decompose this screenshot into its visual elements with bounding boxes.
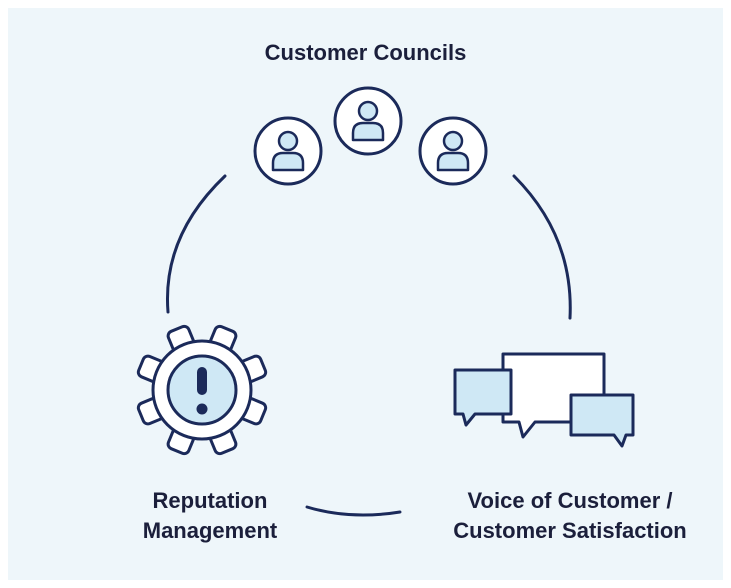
voice-label-line2: Customer Satisfaction — [453, 518, 687, 543]
reputation-label-line1: Reputation — [152, 488, 268, 513]
chat-bubbles-icon — [453, 352, 635, 448]
arc-bottom — [305, 505, 402, 517]
reputation-management-label: Reputation Management — [90, 486, 330, 546]
voice-of-customer-label: Voice of Customer / Customer Satisfactio… — [410, 486, 730, 546]
gear-alert-icon — [136, 324, 268, 456]
user-icon-right — [418, 116, 488, 186]
arc-left — [165, 174, 227, 314]
customer-councils-label: Customer Councils — [264, 40, 467, 65]
reputation-label-line2: Management — [142, 518, 278, 543]
user-icon-left — [253, 116, 323, 186]
arc-right — [512, 174, 572, 320]
voice-label-line1: Voice of Customer / — [467, 488, 673, 513]
user-icon-center — [333, 86, 403, 156]
